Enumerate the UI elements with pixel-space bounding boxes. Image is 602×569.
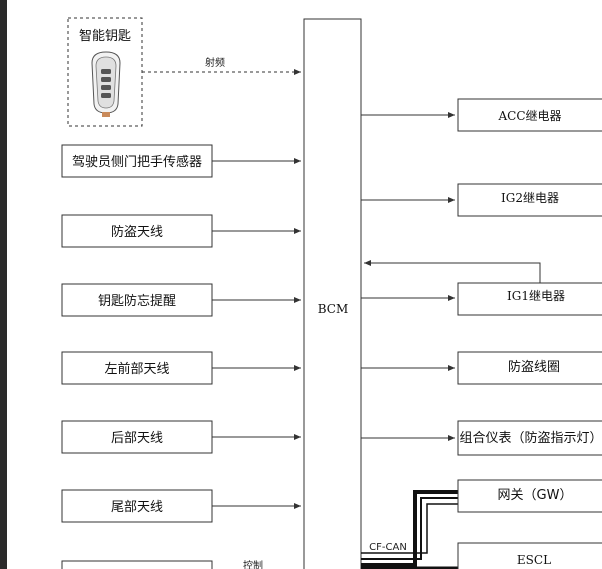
input-key-reminder: 钥匙防忘提醒 (61, 283, 301, 317)
output-label: ESCL (517, 553, 551, 567)
input-label: 钥匙防忘提醒 (98, 293, 176, 309)
input-rear-antenna: 后部天线 (61, 420, 301, 454)
output-label: 组合仪表（防盗指示灯） (459, 430, 602, 446)
input-label: 驾驶员侧门把手传感器 (72, 154, 202, 170)
input-label: 后部天线 (111, 431, 163, 446)
window-edge (0, 0, 7, 569)
key-fob-icon (91, 51, 121, 117)
output-combination-meter: 组合仪表（防盗指示灯） (361, 420, 602, 456)
output-escl: ESCL (457, 542, 602, 569)
input-tail-antenna: 尾部天线 (61, 489, 301, 523)
input-left-front-antenna: 左前部天线 (61, 351, 301, 385)
output-label: IG1继电器 (507, 289, 565, 303)
output-antitheft-coil: 防盗线圈 (361, 351, 602, 385)
output-label: IG2继电器 (501, 191, 559, 205)
output-ig2-relay: IG2继电器 (361, 183, 602, 217)
output-gateway: 网关（GW） (457, 479, 602, 513)
rf-label: 射频 (205, 56, 225, 69)
control-label: 控制 (243, 559, 263, 569)
output-label: 网关（GW） (498, 488, 573, 503)
output-ig1-relay: IG1继电器 (361, 260, 602, 316)
input-partial-box (61, 560, 213, 569)
bcm-label: BCM (318, 302, 349, 316)
ig1-feedback-arrow (364, 260, 541, 283)
bcm-block (303, 18, 362, 569)
output-label: 防盗线圈 (508, 359, 560, 375)
smart-key-label: 智能钥匙 (79, 29, 131, 44)
input-driver-door-handle-sensor: 驾驶员侧门把手传感器 (61, 144, 301, 178)
output-acc-relay: ACC继电器 (361, 98, 602, 132)
input-antitheft-antenna: 防盗天线 (61, 214, 301, 248)
can-label: CF-CAN (369, 542, 407, 553)
input-label: 尾部天线 (111, 500, 163, 515)
output-label: ACC继电器 (497, 109, 561, 123)
smart-key-block: 智能钥匙 (67, 17, 143, 127)
input-label: 防盗天线 (111, 224, 163, 240)
can-bus (361, 490, 458, 569)
input-label: 左前部天线 (104, 361, 169, 377)
